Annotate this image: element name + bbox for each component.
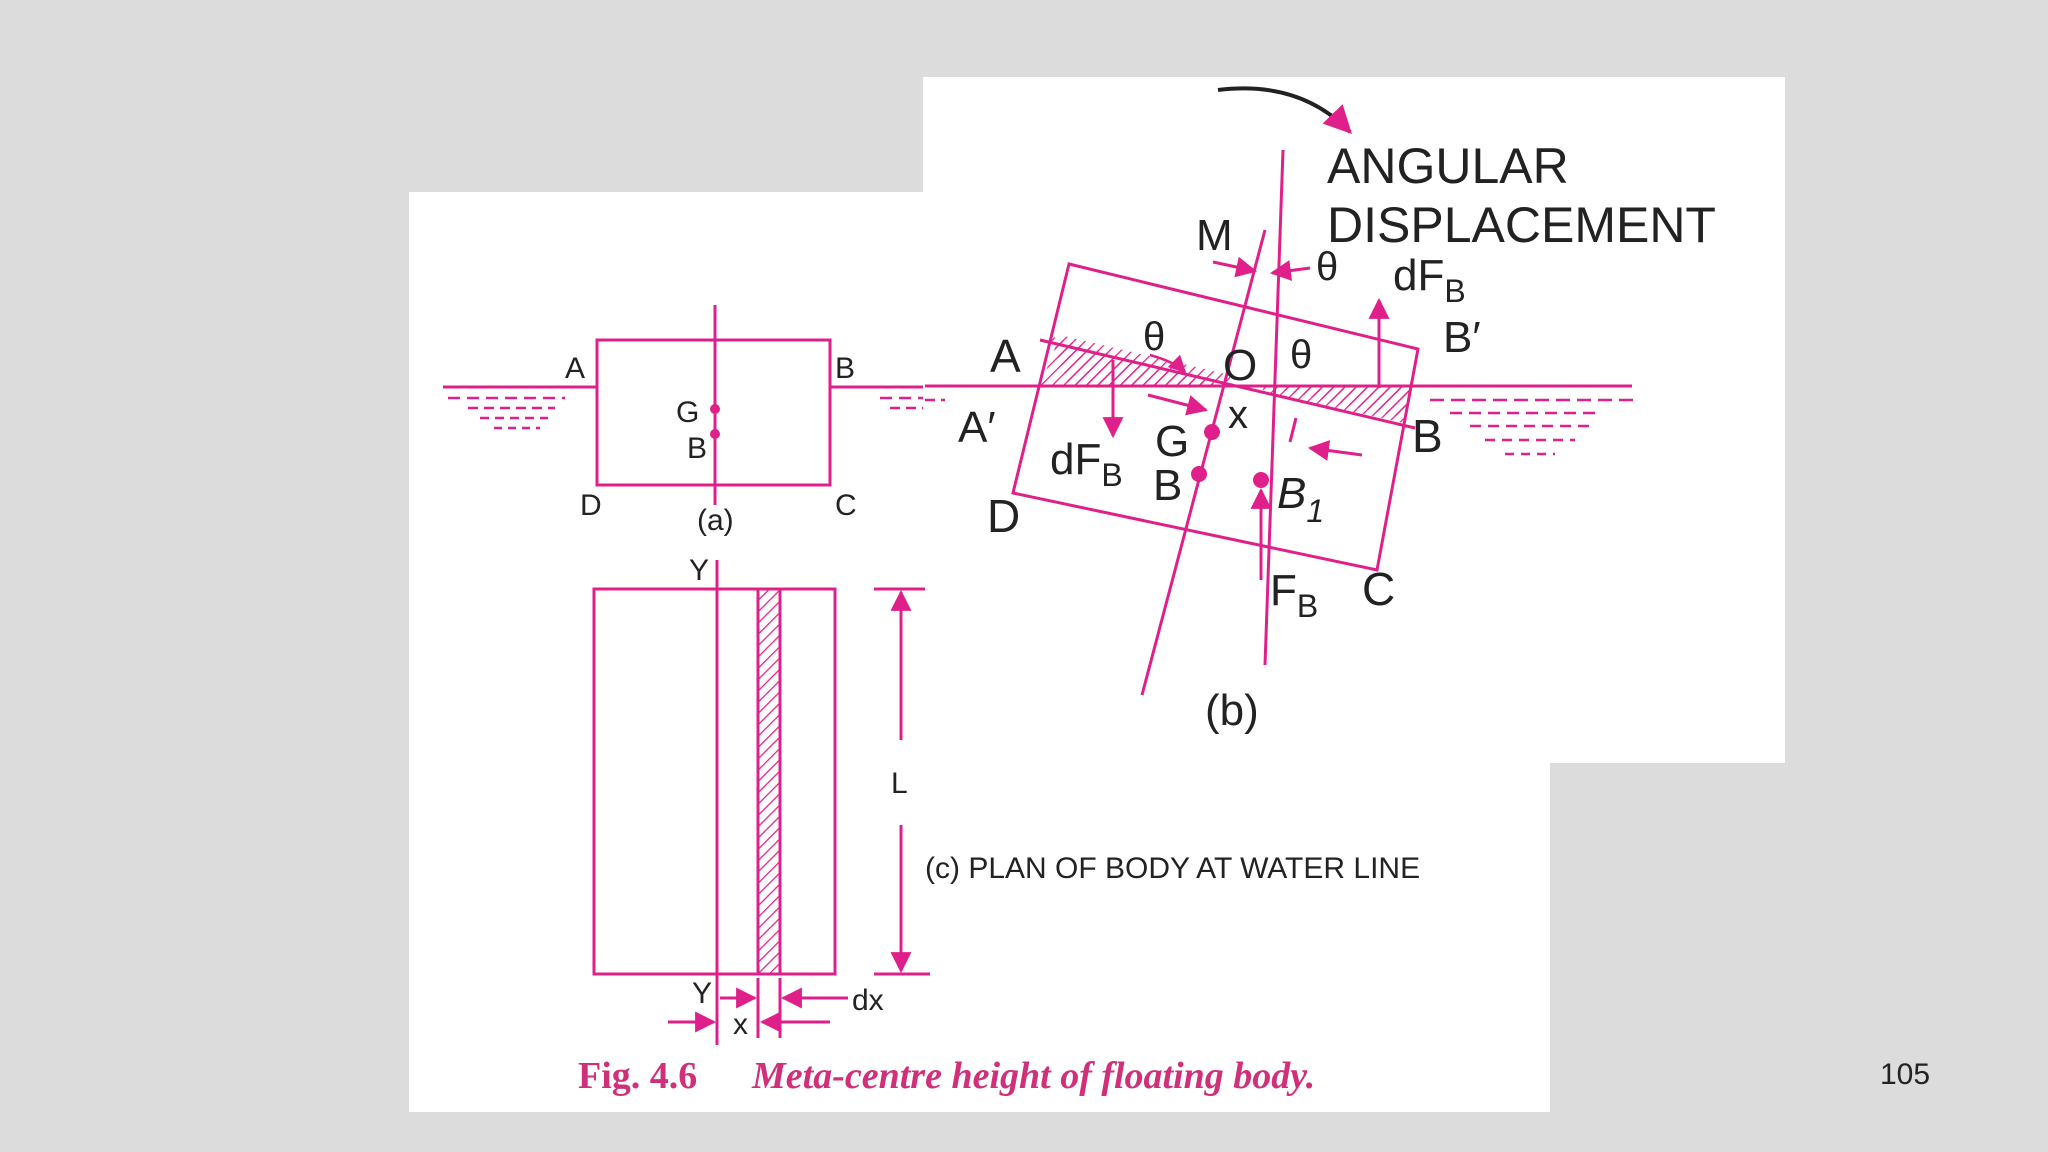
water-ripples-a — [448, 396, 923, 430]
caption-a: (a) — [697, 504, 734, 537]
label-dfb-bottom: dFB — [1050, 435, 1123, 493]
label-force-fb-main: F — [1270, 566, 1297, 615]
figure-b-labels: ANGULAR DISPLACEMENT M θ θ θ dFB B′ A A′… — [958, 138, 1716, 735]
label-b-corner-a: A — [990, 330, 1021, 382]
label-length: L — [891, 767, 908, 800]
dimension-l — [874, 587, 930, 976]
tilted-body — [1011, 262, 1420, 572]
label-b-corner-c: C — [1362, 563, 1395, 615]
label-a-point-b: B — [687, 432, 707, 465]
figure-c — [592, 560, 930, 1045]
label-point-b1-main: B — [1277, 469, 1306, 518]
label-point-x: x — [1228, 393, 1248, 437]
centre-of-buoyancy-dot-b — [1191, 466, 1207, 482]
label-a-point-g: G — [676, 396, 699, 429]
figure-number: Fig. 4.6 — [578, 1055, 697, 1097]
label-meta-centre: M — [1196, 211, 1233, 260]
label-theta-right: θ — [1290, 333, 1312, 377]
dimension-x-dx — [668, 978, 848, 1038]
label-point-g: G — [1155, 417, 1189, 466]
label-dfb-top: dFB — [1393, 251, 1466, 309]
wedge-right-full — [1260, 386, 1415, 425]
label-a-corner-a: A — [565, 352, 585, 385]
label-dfb-bottom-sub: B — [1101, 457, 1122, 493]
new-centre-of-buoyancy-dot — [1253, 472, 1269, 488]
figure-c-labels: Y Y L dx x (c) PLAN OF BODY AT WATER LIN… — [689, 554, 1420, 1041]
label-theta-top: θ — [1316, 245, 1338, 289]
arrow-to-g — [1147, 393, 1209, 416]
angular-displacement-arrow — [1217, 86, 1352, 135]
vertical-through-m — [1263, 149, 1285, 666]
centre-of-gravity-dot-b — [1204, 424, 1220, 440]
label-dfb-top-main: dF — [1393, 251, 1444, 300]
label-b-prime: B′ — [1443, 313, 1481, 362]
label-dfb-bottom-main: dF — [1050, 435, 1101, 484]
caption-b: (b) — [1205, 686, 1259, 735]
tick-x-right — [1288, 417, 1298, 443]
theta-arrow-right — [1269, 260, 1311, 281]
label-point-b1: B1 — [1277, 469, 1324, 529]
label-point-o: O — [1223, 341, 1257, 390]
label-b-corner-b: B — [1412, 410, 1443, 462]
label-b-corner-d: D — [987, 490, 1020, 542]
centre-of-gravity-dot-a — [710, 404, 720, 414]
theta-arrow-left — [1212, 256, 1258, 278]
theta-arc-left — [1149, 353, 1187, 374]
label-axis-y-top: Y — [689, 554, 709, 587]
label-strip-width: dx — [852, 984, 884, 1017]
centre-of-buoyancy-dot-a — [710, 429, 720, 439]
annotation-displacement: DISPLACEMENT — [1327, 197, 1716, 253]
water-ripples-b — [925, 398, 1640, 456]
figure-a — [443, 305, 923, 505]
page-number: 105 — [1880, 1058, 1931, 1091]
figure-a-labels: A B D C G B (a) — [565, 352, 857, 537]
label-dfb-top-sub: B — [1444, 273, 1465, 309]
label-force-fb-sub: B — [1297, 588, 1318, 624]
label-distance: x — [733, 1008, 748, 1041]
label-point-b: B — [1153, 461, 1182, 510]
label-theta-left: θ — [1143, 315, 1165, 359]
plan-rectangle — [592, 587, 837, 976]
label-force-fb: FB — [1270, 566, 1318, 624]
tilted-centre-line — [1140, 229, 1267, 696]
figure-title: Meta-centre height of floating body. — [751, 1055, 1315, 1097]
label-a-corner-c: C — [835, 489, 857, 522]
figure-caption: Fig. 4.6 Meta-centre height of floating … — [578, 1055, 1315, 1097]
hatched-strip — [756, 587, 782, 976]
tilted-water-line — [1039, 338, 1416, 430]
label-a-prime: A′ — [958, 403, 996, 452]
figure-panel-b — [923, 77, 1785, 763]
label-point-b1-sub: 1 — [1306, 493, 1324, 529]
label-a-corner-d: D — [580, 489, 602, 522]
arrow-x-right — [1307, 440, 1363, 461]
label-axis-y-bottom: Y — [692, 977, 712, 1010]
annotation-angular: ANGULAR — [1327, 138, 1569, 194]
label-a-corner-b: B — [835, 352, 855, 385]
figure-b — [925, 86, 1640, 696]
caption-c: (c) PLAN OF BODY AT WATER LINE — [925, 852, 1420, 885]
